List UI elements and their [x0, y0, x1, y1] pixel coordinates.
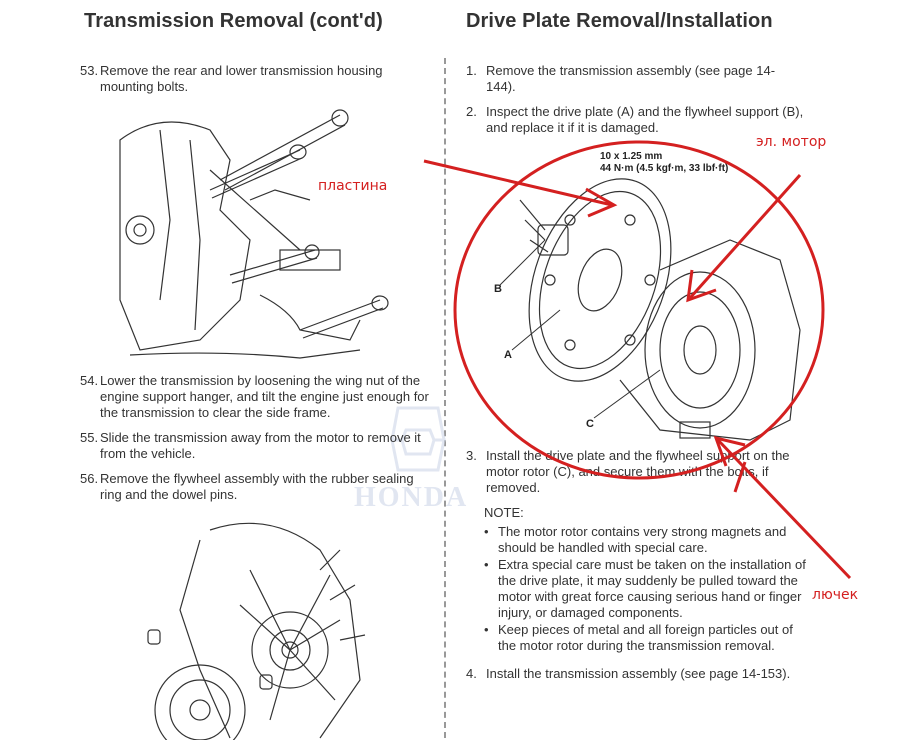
- right-step-2: 2. Inspect the drive plate (A) and the f…: [466, 104, 806, 136]
- right-step-4: 4. Install the transmission assembly (se…: [466, 666, 811, 682]
- step-number: 1.: [466, 63, 477, 78]
- step-text: Inspect the drive plate (A) and the flyw…: [486, 104, 804, 135]
- bolt-size: 10 x 1.25 mm: [600, 151, 663, 162]
- step-text: Remove the flywheel assembly with the ru…: [100, 471, 414, 502]
- left-step-56: 56. Remove the flywheel assembly with th…: [80, 471, 425, 503]
- left-page-title: Transmission Removal (cont'd): [84, 10, 383, 32]
- left-step-55: 55. Slide the transmission away from the…: [80, 430, 425, 462]
- step-number: 55.: [80, 430, 99, 445]
- right-step-1: 1. Remove the transmission assembly (see…: [466, 63, 796, 95]
- note-item: The motor rotor contains very strong mag…: [484, 524, 809, 556]
- step-text: Remove the rear and lower transmission h…: [100, 63, 383, 94]
- left-step-53: 53. Remove the rear and lower transmissi…: [80, 63, 425, 95]
- right-page-title: Drive Plate Removal/Installation: [466, 10, 773, 32]
- watermark-text: HONDA: [354, 482, 469, 513]
- step-text: Remove the transmission assembly (see pa…: [486, 63, 776, 94]
- annotation-electric-motor: эл. мотор: [756, 134, 827, 150]
- step-number: 54.: [80, 373, 99, 388]
- hatch-mark: [733, 461, 747, 493]
- label-a: A: [504, 349, 512, 361]
- step-text: Lower the transmission by loosening the …: [100, 373, 429, 420]
- note-title: NOTE:: [484, 505, 524, 520]
- label-b: B: [494, 283, 502, 295]
- note-list: The motor rotor contains very strong mag…: [484, 524, 809, 654]
- highlight-circle: [453, 140, 825, 480]
- left-step-54: 54. Lower the transmission by loosening …: [80, 373, 430, 421]
- step-number: 4.: [466, 666, 477, 681]
- note-item: Keep pieces of metal and all foreign par…: [484, 622, 809, 654]
- step-text: Slide the transmission away from the mot…: [100, 430, 421, 461]
- note-item: Extra special care must be taken on the …: [484, 557, 808, 621]
- step-text: Install the transmission assembly (see p…: [486, 666, 791, 681]
- honda-watermark-logo: HONDA: [354, 400, 478, 520]
- step-number: 3.: [466, 448, 477, 463]
- torque-spec: 10 x 1.25 mm 44 N·m (4.5 kgf·m, 33 lbf·f…: [600, 151, 728, 175]
- transmission-housing-bolts-illustration: [119, 109, 389, 359]
- annotation-hatch: лючек: [812, 587, 859, 603]
- label-c: C: [586, 418, 594, 430]
- arrow-to-motor-icon: [686, 174, 802, 303]
- step-number: 56.: [80, 471, 99, 486]
- arrow-to-plate-icon: [423, 159, 618, 218]
- right-step-3: 3. Install the drive plate and the flywh…: [466, 448, 811, 496]
- flywheel-assembly-illustration: [147, 522, 366, 740]
- step-number: 2.: [466, 104, 477, 119]
- arrow-to-hatch-icon: [713, 435, 852, 580]
- annotation-plate: пластина: [318, 178, 388, 194]
- step-number: 53.: [80, 63, 99, 78]
- column-divider: [444, 58, 446, 738]
- bolt-torque: 44 N·m (4.5 kgf·m, 33 lbf·ft): [600, 163, 729, 174]
- step-text: Install the drive plate and the flywheel…: [486, 448, 790, 495]
